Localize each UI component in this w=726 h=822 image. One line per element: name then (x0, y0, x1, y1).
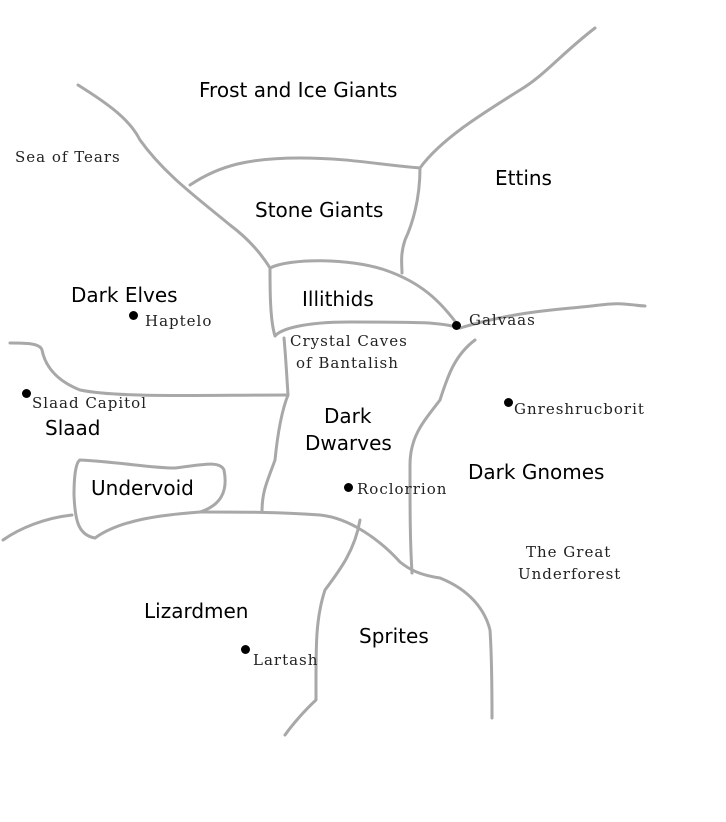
city-label-haptelo: Haptelo (145, 312, 213, 330)
region-stone-giants: Stone Giants (255, 198, 384, 222)
place-sea-of-tears: Sea of Tears (15, 148, 121, 166)
border-stone-ettins (400, 166, 422, 275)
border-south-central (198, 510, 494, 720)
city-marker-roclorrion (344, 483, 353, 492)
region-dark-dwarves-line-1: Dark (324, 404, 372, 428)
city-label-slaad-capitol: Slaad Capitol (32, 394, 148, 412)
place-great-underforest-line-1: The Great (526, 543, 612, 561)
border-frost-northwest (76, 83, 272, 270)
border-east (458, 302, 647, 330)
border-gnomes-west (408, 338, 477, 575)
place-crystal-caves-line-2: of Bantalish (296, 354, 399, 372)
border-sprites-west (283, 518, 362, 737)
region-sprites: Sprites (359, 624, 429, 648)
place-crystal-caves-line-1: Crystal Caves (290, 332, 408, 350)
border-illithids (268, 259, 462, 338)
place-great-underforest-line-2: Underforest (518, 565, 622, 583)
region-ettins: Ettins (495, 166, 552, 190)
region-slaad: Slaad (45, 416, 101, 440)
region-dark-dwarves-line-2: Dwarves (305, 431, 392, 455)
city-marker-gnreshrucborit (504, 398, 513, 407)
border-slaad-north (8, 341, 290, 398)
region-lizardmen: Lizardmen (144, 599, 249, 623)
region-frost-and-ice-giants: Frost and Ice Giants (199, 78, 398, 102)
region-illithids: Illithids (302, 287, 374, 311)
border-south-west (1, 513, 74, 542)
city-label-lartash: Lartash (253, 651, 319, 669)
city-label-roclorrion: Roclorrion (357, 480, 448, 498)
border-frost-northeast (418, 26, 597, 170)
border-stone-giants-top (188, 156, 422, 187)
region-dark-gnomes: Dark Gnomes (468, 460, 605, 484)
border-dwarves-west (260, 336, 290, 514)
city-marker-galvaas (452, 321, 461, 330)
region-undervoid: Undervoid (91, 476, 194, 500)
city-marker-haptelo (129, 311, 138, 320)
region-dark-elves: Dark Elves (71, 283, 178, 307)
city-marker-lartash (241, 645, 250, 654)
city-marker-slaad-capitol (22, 389, 31, 398)
city-label-gnreshrucborit: Gnreshrucborit (514, 400, 645, 418)
city-label-galvaas: Galvaas (469, 311, 536, 329)
